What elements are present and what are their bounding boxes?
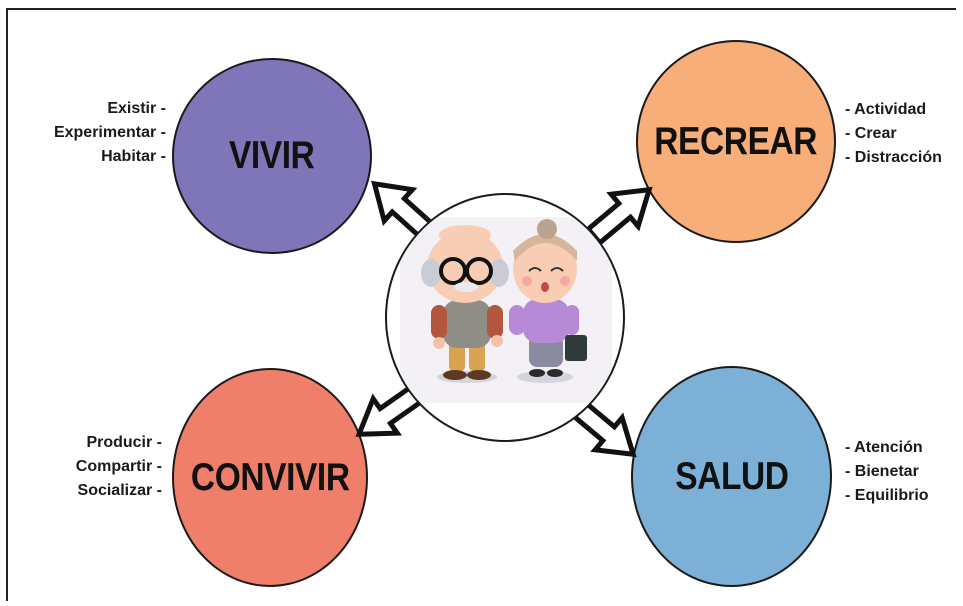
vivir-item-list: Existir - Experimentar - Habitar - (0, 97, 166, 169)
salud-item: - Equilibrio (845, 487, 929, 504)
salud-item: - Bienetar (845, 463, 919, 480)
vivir-item: Habitar - (101, 148, 166, 165)
recrear-item-list: - Actividad - Crear - Distracción (845, 98, 942, 170)
node-recrear-label: RECREAR (654, 119, 818, 163)
grandmother-figure (509, 219, 587, 383)
convivir-item-list: Producir - Compartir - Socializar - (0, 431, 162, 503)
node-convivir: CONVIVIR (172, 368, 368, 587)
grandfather-figure (421, 225, 509, 383)
convivir-item: Producir - (86, 434, 162, 451)
convivir-item: Socializar - (77, 482, 162, 499)
node-convivir-label: CONVIVIR (190, 455, 350, 499)
recrear-item: - Actividad (845, 101, 927, 118)
vivir-item: Experimentar - (53, 124, 166, 141)
node-salud-label: SALUD (674, 454, 789, 498)
vivir-item: Existir - (107, 100, 166, 117)
node-vivir-label: VIVIR (229, 134, 315, 177)
elderly-couple-image (400, 217, 612, 403)
node-vivir: VIVIR (172, 58, 372, 254)
diagram-frame (6, 8, 956, 601)
recrear-item: - Crear (845, 125, 897, 142)
node-recrear: RECREAR (636, 40, 836, 243)
salud-item-list: - Atención - Bienetar - Equilibrio (845, 436, 929, 508)
recrear-item: - Distracción (845, 149, 942, 166)
convivir-item: Compartir - (75, 458, 162, 475)
node-salud: SALUD (631, 366, 832, 587)
node-center (385, 193, 625, 442)
salud-item: - Atención (845, 439, 923, 456)
